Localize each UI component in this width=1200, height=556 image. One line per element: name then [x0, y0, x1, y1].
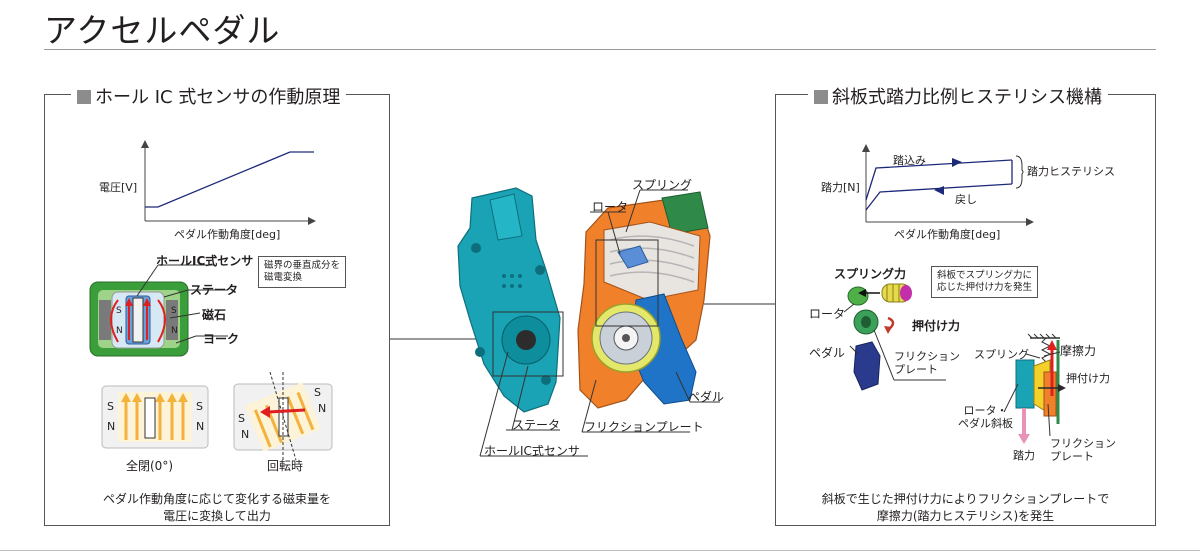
- stator-label-left: ステータ: [190, 283, 239, 297]
- yoke-label: ヨーク: [203, 332, 240, 346]
- closed-pole-n1: N: [107, 420, 116, 433]
- return-curve: [865, 183, 1013, 211]
- rot-pole-s1: S: [238, 412, 245, 425]
- magnet-label: 磁石: [202, 308, 227, 322]
- pole-s-right: S: [171, 306, 177, 316]
- spring-force-label: スプリング力: [834, 267, 907, 281]
- sensor-body: [457, 187, 561, 413]
- friction-plate-label-right-2: フリクション プレート: [1050, 437, 1116, 463]
- friction-schematic: [1003, 333, 1066, 444]
- pedal-angle-axis-label: ペダル作動角度[deg]: [174, 228, 281, 241]
- stator-label-center: ステータ: [512, 418, 561, 432]
- closed-pole-s1: S: [107, 400, 114, 413]
- pedal-label-right: ペダル: [809, 346, 846, 360]
- press-curve: [865, 159, 1013, 201]
- rot-pole-s2: S: [314, 386, 321, 399]
- rotor-label-right: ロータ: [809, 307, 846, 321]
- left-panel-caption: ペダル作動角度に応じて変化する磁束量を 電圧に変換して出力: [102, 492, 331, 523]
- title-divider: [44, 49, 1156, 50]
- rotating-state-label: 回転時: [267, 459, 304, 473]
- hysteresis-label: 踏力ヒステリシス: [1027, 165, 1115, 178]
- closed-pole-s2: S: [196, 400, 203, 413]
- pedal-label-center: ペダル: [688, 390, 725, 404]
- hall-ic-sensor-label-center: ホールIC式センサ: [484, 444, 580, 458]
- spring-label-center: スプリング: [632, 178, 693, 192]
- hysteresis-panel-title: 斜板式踏力比例ヒステリシス機構: [808, 83, 1108, 109]
- magnetic-conversion-note: 磁界の垂直成分を 磁電変換: [258, 256, 347, 288]
- rotating-state-diagram: [233, 371, 333, 461]
- friction-plate-label-right: フリクション プレート: [894, 350, 960, 376]
- pedal-force-axis-label: 踏力[N]: [821, 181, 860, 194]
- closed-state-diagram: [101, 385, 209, 449]
- hall-ic-principle-panel: ホール IC 式センサの作動原理: [44, 83, 390, 526]
- pressing-force-note: 斜板でスプリング力に 応じた押付け力を発生: [931, 266, 1039, 298]
- pedal-body: [577, 191, 711, 409]
- hall-ic-sensor-label: ホールIC式センサ: [156, 254, 254, 268]
- closed-pole-n2: N: [196, 420, 205, 433]
- right-panel-caption: 斜板で生じた押付け力によりフリクションプレートで 摩擦力(踏力ヒステリシス)を発…: [821, 492, 1110, 523]
- spring-label-right: スプリング: [974, 348, 1029, 361]
- closed-state-label: 全閉(0°): [126, 459, 173, 473]
- rot-pole-n2: N: [318, 402, 327, 415]
- pedal-angle-axis-label-right: ペダル作動角度[deg]: [894, 228, 1001, 241]
- hall-ic-panel-title: ホール IC 式センサの作動原理: [71, 83, 347, 109]
- page-title: アクセルペダル: [44, 11, 281, 50]
- rot-pole-n1: N: [241, 428, 250, 441]
- pedal-force-label: 踏力: [1013, 449, 1035, 462]
- pole-s-left: S: [116, 306, 122, 316]
- return-label: 戻し: [955, 193, 977, 206]
- bottom-divider: [0, 550, 1200, 551]
- rotor-label-center: ロータ: [592, 200, 629, 214]
- mechanism-spring: [881, 283, 912, 303]
- friction-force-label: 摩擦力: [1060, 344, 1097, 358]
- friction-plate-label-center: フリクションプレート: [584, 420, 704, 434]
- square-bullet-icon: [814, 90, 828, 104]
- pressing-force-label-2: 押付け力: [1066, 372, 1110, 385]
- pole-n-left: N: [116, 326, 123, 336]
- voltage-axis-label: 電圧[V]: [99, 181, 138, 194]
- press-label: 踏込み: [893, 154, 926, 167]
- rotor-pedal-slope-label: ロータ・ ペダル斜板: [958, 404, 1013, 430]
- pole-n-right: N: [171, 326, 178, 336]
- hysteresis-mechanism-panel: 斜板式踏力比例ヒステリシス機構: [775, 83, 1156, 526]
- voltage-graph-axes: [141, 140, 316, 225]
- voltage-line: [145, 151, 314, 208]
- pressing-force-label: 押付け力: [912, 319, 961, 333]
- square-bullet-icon: [77, 90, 91, 104]
